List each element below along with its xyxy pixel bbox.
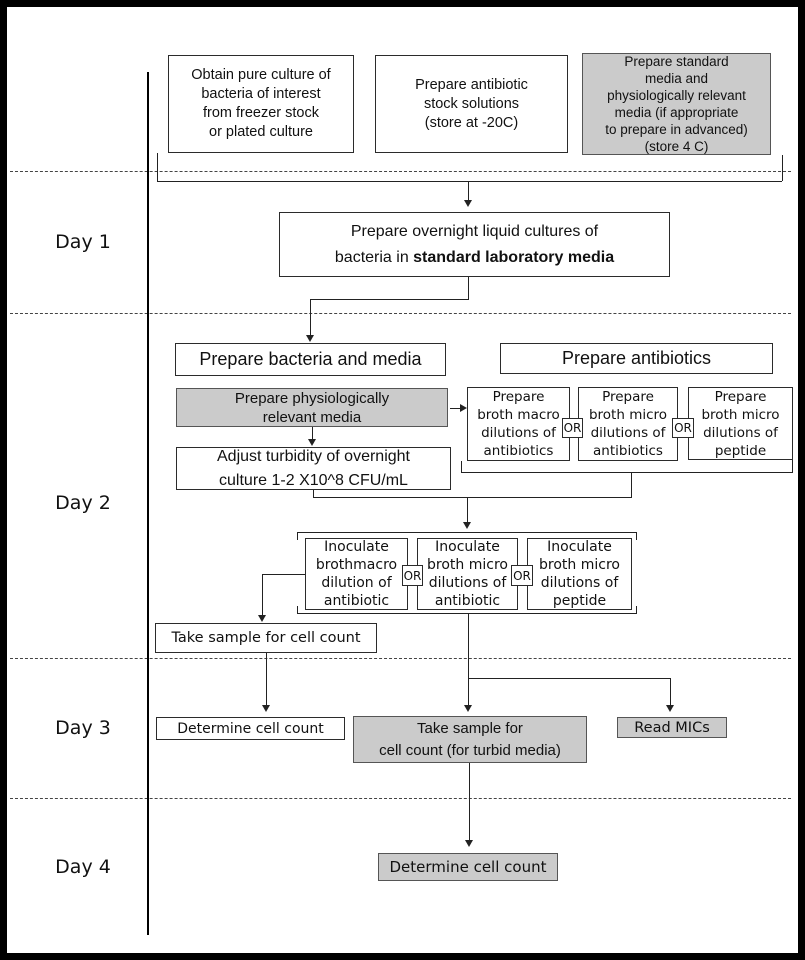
arrowhead-to-take-sample (258, 615, 266, 622)
connector-day1-elbow-v2 (310, 299, 311, 335)
overnight-line2-bold: standard laboratory media (413, 248, 615, 266)
connector-inoc-down (468, 613, 469, 705)
connector-physio-down (312, 427, 313, 439)
node-take-sample-turbid: Take sample for cell count (for turbid m… (353, 716, 587, 763)
connector-day1-elbow-h (310, 299, 469, 300)
node-broth-micro-peptide: Prepare broth micro dilutions of peptide (688, 387, 793, 460)
connector-physio-to-dilutions (450, 408, 461, 409)
connector-day1-elbow-v1 (468, 277, 469, 300)
node-inoculate-macro: Inoculate brothmacro dilution of antibio… (305, 538, 408, 610)
connector-inoc-top-bar (297, 532, 637, 533)
connector-bracket2-drop (631, 472, 632, 497)
connector-inoc-top-right-tick (636, 532, 637, 540)
node-obtain-pure-culture: Obtain pure culture of bacteria of inter… (168, 55, 354, 153)
connector-inoc-top-left-tick (297, 532, 298, 540)
node-overnight-cultures: Prepare overnight liquid cultures of bac… (279, 212, 670, 277)
overnight-line2-prefix: bacteria in (334, 248, 414, 266)
or-box-1: OR (562, 418, 583, 438)
timeline-vertical-line (147, 72, 149, 935)
day4-label: Day 4 (55, 856, 111, 878)
or-box-2: OR (672, 418, 694, 438)
day1-label: Day 1 (55, 231, 111, 253)
day3-label: Day 3 (55, 717, 111, 739)
or-box-3: OR (402, 565, 423, 586)
node-adjust-turbidity: Adjust turbidity of overnight culture 1-… (176, 447, 451, 490)
connector-inoc-bottom-bar (297, 613, 637, 614)
node-determine-count-day4: Determine cell count (378, 853, 558, 881)
node-inoculate-micro-peptide: Inoculate broth micro dilutions of pepti… (527, 538, 632, 610)
connector-branch-to-mics-h (468, 678, 670, 679)
connector-bracket1-drop (468, 181, 469, 202)
node-determine-count-day3: Determine cell count (156, 717, 345, 740)
connector-merge-bar (313, 497, 632, 498)
node-prepare-standard-media: Prepare standard media and physiological… (582, 53, 771, 155)
connector-bracket2-right (792, 460, 793, 472)
arrowhead-to-determine3 (262, 705, 270, 712)
arrowhead-to-day2 (306, 335, 314, 342)
connector-bracket1-right (782, 155, 783, 181)
connector-inoc-bottom-left-tick (297, 606, 298, 613)
connector-bracket1-left (157, 153, 158, 181)
arrowhead-to-determine4 (465, 840, 473, 847)
day2-separator-line (10, 313, 791, 314)
connector-sample-elbow-v (262, 574, 263, 615)
connector-branch-to-mics-v (670, 678, 671, 705)
connector-takesample-down (266, 653, 267, 705)
arrowhead-to-inoculate (463, 522, 471, 529)
connector-inoc-bottom-right-tick (636, 606, 637, 613)
node-antibiotic-stock: Prepare antibiotic stock solutions (stor… (375, 55, 568, 153)
node-broth-micro-antibiotics: Prepare broth micro dilutions of antibio… (578, 387, 678, 461)
arrowhead-to-day1 (464, 200, 472, 207)
connector-merge-drop (467, 497, 468, 522)
day3-separator-line (10, 658, 791, 659)
node-read-mics: Read MICs (617, 717, 727, 738)
overnight-line2: bacteria in standard laboratory media (335, 245, 614, 271)
node-take-sample: Take sample for cell count (155, 623, 377, 653)
node-broth-macro-antibiotics: Prepare broth macro dilutions of antibio… (467, 387, 570, 461)
day4-separator-line (10, 798, 791, 799)
connector-adjust-drop (313, 490, 314, 497)
connector-turbid-down (469, 763, 470, 840)
connector-bracket1-bar (157, 181, 782, 182)
arrowhead-to-adjust (308, 439, 316, 446)
node-physio-media: Prepare physiologically relevant media (176, 388, 448, 427)
overnight-line1: Prepare overnight liquid cultures of (350, 222, 599, 240)
header-prepare-bacteria-media: Prepare bacteria and media (175, 343, 446, 376)
arrowhead-to-turbid-sample (464, 705, 472, 712)
connector-bracket2-left (461, 461, 462, 472)
node-inoculate-micro-antibiotic: Inoculate broth micro dilutions of antib… (417, 538, 518, 610)
arrowhead-to-dilutions (460, 404, 467, 412)
header-prepare-antibiotics: Prepare antibiotics (500, 343, 773, 374)
day2-label: Day 2 (55, 492, 111, 514)
connector-sample-elbow-h (262, 574, 305, 575)
or-box-4: OR (511, 565, 533, 586)
connector-bracket2-bar (461, 472, 793, 473)
day1-separator-line (10, 171, 791, 172)
arrowhead-to-read-mics (666, 705, 674, 712)
